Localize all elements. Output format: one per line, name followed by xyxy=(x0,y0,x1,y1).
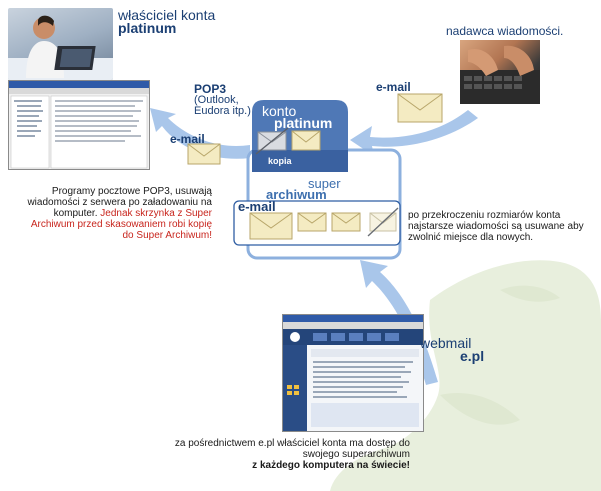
webmail-window-icon xyxy=(283,315,423,431)
sender-label: nadawca wiadomości. xyxy=(446,24,564,38)
pop3-clients: (Outlook, Eudora itp.) xyxy=(194,94,251,117)
owner-account-type: platinum xyxy=(118,20,177,36)
envelope-icon-konto-1 xyxy=(255,127,289,155)
envelope-icon-right xyxy=(397,93,443,123)
envelope-icon-left xyxy=(187,143,221,165)
pop3-description-text: Programy pocztowe POP3, usuwają wiadomoś… xyxy=(27,186,212,219)
owner-label: właściciel konta xyxy=(118,7,216,23)
overflow-description: po przekroczeniu rozmiarów konta najstar… xyxy=(408,210,584,243)
bottom-description-emphasis: z każdego komputera na świecie! xyxy=(252,460,410,471)
mail-client-screenshot xyxy=(8,80,150,170)
envelope-icon-archive-deleted xyxy=(367,207,399,237)
archive-email-label: e-mail xyxy=(238,199,276,214)
bottom-description-text: za pośrednictwem e.pl właściciel konta m… xyxy=(174,438,410,460)
webmail-label: webmail xyxy=(420,335,472,351)
email-label-right: e-mail xyxy=(376,80,411,94)
pop3-description: Programy pocztowe POP3, usuwają wiadomoś… xyxy=(22,186,212,241)
arrow-konto-to-client xyxy=(150,108,250,159)
envelope-icon-konto-2 xyxy=(291,130,321,151)
envelope-icon-archive-3 xyxy=(331,212,361,232)
konto-type-label: platinum xyxy=(274,115,333,131)
envelope-icon-archive-1 xyxy=(249,212,293,240)
arrow-sender-to-konto xyxy=(350,110,478,156)
mail-client-window-icon xyxy=(9,81,149,169)
pop3-label: POP3 xyxy=(194,82,227,96)
owner-photo xyxy=(8,8,113,80)
envelope-icon-archive-2 xyxy=(297,212,327,232)
super-label: super xyxy=(308,176,341,191)
bottom-description: za pośrednictwem e.pl właściciel konta m… xyxy=(150,438,410,471)
email-label-left: e-mail xyxy=(170,132,205,146)
webmail-screenshot xyxy=(282,314,424,432)
sender-photo xyxy=(460,40,540,104)
konto-label: konto xyxy=(262,103,297,119)
archiwum-label: archiwum xyxy=(266,187,327,202)
pop3-description-warning: Jednak skrzynka z Super Archiwum przed s… xyxy=(30,208,212,241)
kopia-label: kopia xyxy=(268,156,292,166)
webmail-domain: e.pl xyxy=(460,348,485,364)
keyboard-hands-icon xyxy=(460,45,540,104)
person-icon xyxy=(8,15,113,80)
